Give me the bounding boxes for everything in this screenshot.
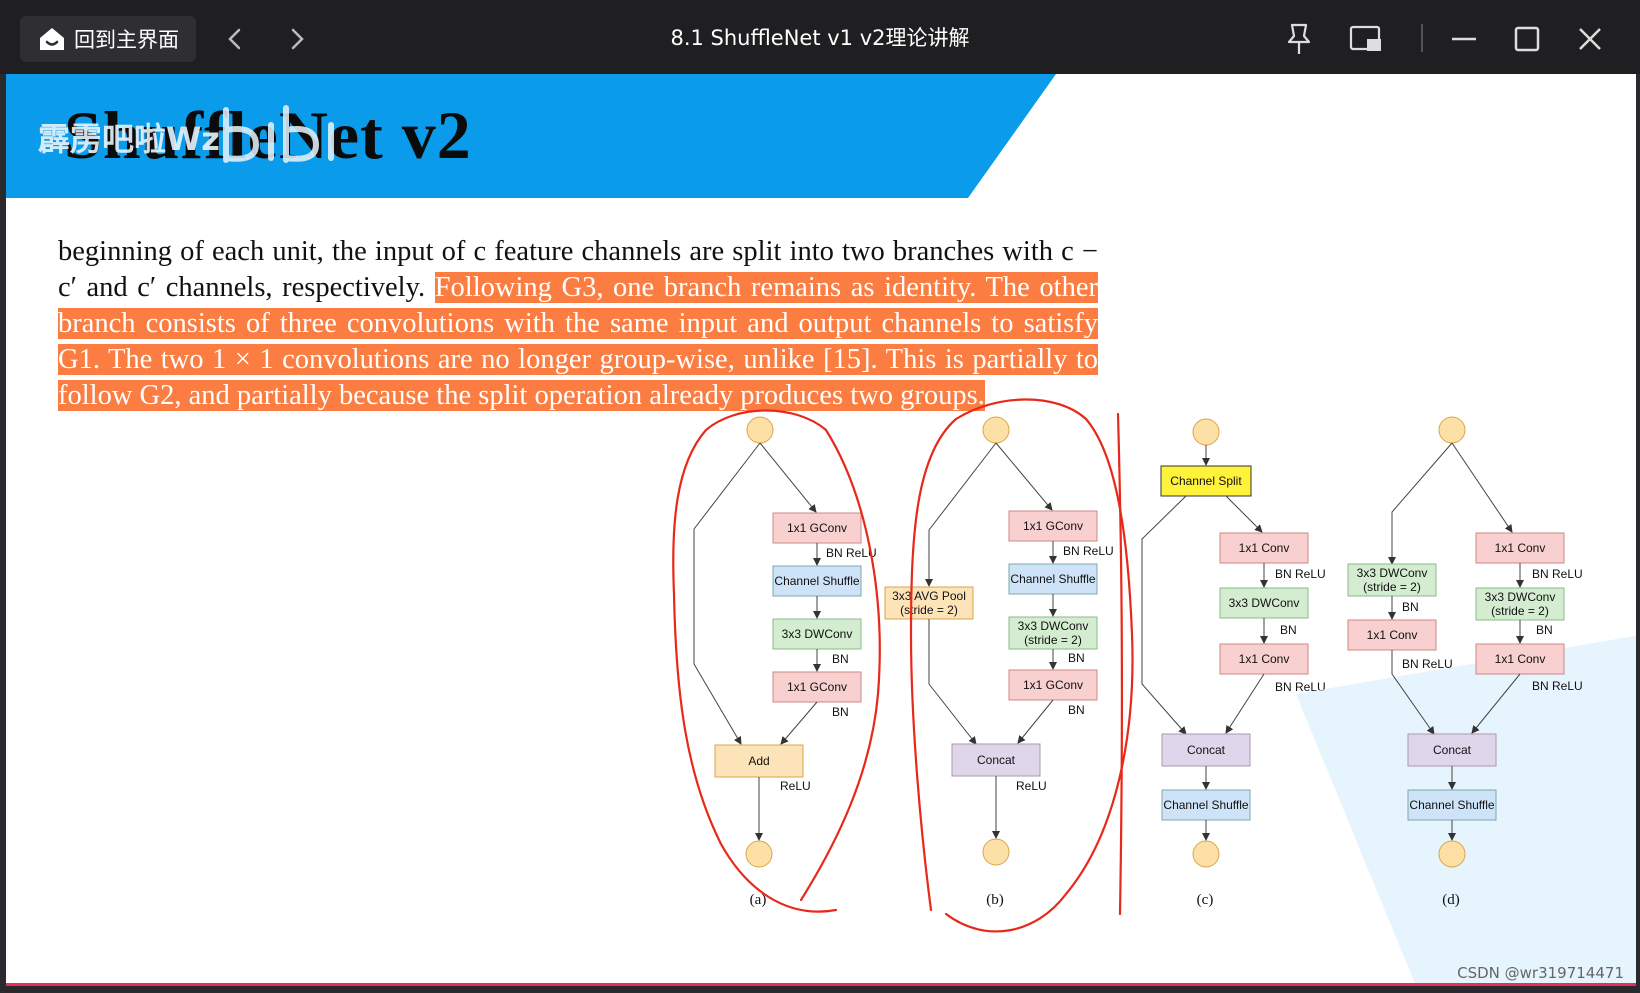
svg-text:1x1 GConv: 1x1 GConv [1023, 519, 1083, 533]
svg-text:Concat: Concat [1187, 743, 1226, 757]
panel-a: 1x1 GConv BN ReLU Channel Shuffle 3x3 DW… [693, 416, 877, 908]
svg-text:1x1 Conv: 1x1 Conv [1495, 541, 1546, 555]
svg-text:1x1 Conv: 1x1 Conv [1239, 541, 1290, 555]
svg-text:(c): (c) [1197, 892, 1214, 908]
svg-text:Channel Shuffle: Channel Shuffle [1409, 798, 1495, 812]
svg-text:BN ReLU: BN ReLU [1275, 567, 1326, 581]
svg-text:BN: BN [1402, 600, 1419, 614]
svg-text:BN ReLU: BN ReLU [1275, 680, 1326, 694]
svg-text:BN: BN [832, 652, 849, 666]
title-banner [6, 74, 1056, 198]
progress-line [6, 983, 1636, 986]
titlebar-separator [1421, 24, 1423, 52]
svg-text:BN ReLU: BN ReLU [1402, 657, 1453, 671]
csdn-credit: CSDN @wr319714471 [1457, 964, 1624, 982]
svg-text:BN ReLU: BN ReLU [1532, 679, 1583, 693]
back-button[interactable] [216, 20, 254, 58]
chevron-left-icon [228, 28, 241, 50]
svg-text:Concat: Concat [977, 753, 1016, 767]
slide-viewer: ShuffleNet v2 霹雳吧啦Wz beginning of each u… [6, 74, 1636, 986]
svg-text:1x1 GConv: 1x1 GConv [1023, 678, 1083, 692]
home-button-label: 回到主界面 [74, 28, 179, 52]
forward-button[interactable] [278, 20, 316, 58]
svg-text:BN: BN [1068, 703, 1085, 717]
shufflenet-units-figure: 1x1 GConv BN ReLU Channel Shuffle 3x3 DW… [672, 398, 1636, 986]
pip-button[interactable] [1345, 18, 1387, 60]
svg-text:(stride = 2): (stride = 2) [1491, 604, 1549, 618]
bilibili-logo-icon [223, 105, 334, 163]
svg-text:(stride = 2): (stride = 2) [900, 603, 958, 617]
svg-text:BN ReLU: BN ReLU [1063, 544, 1114, 558]
close-icon [1579, 28, 1601, 50]
svg-text:ReLU: ReLU [780, 779, 811, 793]
panel-c: Channel Split 1x1 Conv BN ReLU 3x3 DWCon… [1141, 418, 1326, 908]
window-titlebar: 回到主界面 8.1 ShuffleNet v1 v2理论讲解 [0, 0, 1640, 74]
svg-text:BN ReLU: BN ReLU [1532, 567, 1583, 581]
box-a-gconv1: 1x1 GConv [787, 521, 847, 535]
chevron-right-icon [291, 28, 304, 50]
paper-paragraph: beginning of each unit, the input of c f… [58, 234, 1098, 414]
svg-text:3x3 DWConv: 3x3 DWConv [782, 627, 853, 641]
svg-text:3x3 DWConv: 3x3 DWConv [1485, 590, 1556, 604]
minimize-icon [1452, 37, 1476, 41]
svg-text:Channel Split: Channel Split [1170, 474, 1242, 488]
close-button[interactable] [1569, 18, 1611, 60]
svg-text:Channel Shuffle: Channel Shuffle [774, 574, 860, 588]
svg-text:3x3 DWConv: 3x3 DWConv [1357, 566, 1428, 580]
svg-text:(stride = 2): (stride = 2) [1363, 580, 1421, 594]
svg-text:(d): (d) [1442, 892, 1460, 908]
svg-text:3x3 AVG Pool: 3x3 AVG Pool [892, 589, 966, 603]
slide-title: ShuffleNet v2 [64, 97, 472, 173]
home-icon [38, 25, 66, 53]
svg-text:3x3 DWConv: 3x3 DWConv [1018, 619, 1089, 633]
svg-text:BN: BN [1536, 623, 1553, 637]
picture-in-picture-icon [1349, 25, 1381, 51]
maximize-button[interactable] [1506, 18, 1548, 60]
svg-text:(a): (a) [750, 892, 767, 908]
svg-text:Channel Shuffle: Channel Shuffle [1163, 798, 1249, 812]
svg-text:Channel Shuffle: Channel Shuffle [1010, 572, 1096, 586]
window-title: 8.1 ShuffleNet v1 v2理论讲解 [670, 26, 970, 50]
pin-icon [1287, 23, 1311, 54]
svg-text:1x1 Conv: 1x1 Conv [1495, 652, 1546, 666]
svg-text:ReLU: ReLU [1016, 779, 1047, 793]
paragraph-plain-text: beginning of each unit, the input of c f… [58, 236, 1098, 303]
red-annotations [672, 398, 1134, 933]
svg-text:BN: BN [1068, 651, 1085, 665]
svg-text:3x3 DWConv: 3x3 DWConv [1229, 596, 1300, 610]
panel-d: 3x3 DWConv (stride = 2) BN 1x1 Conv BN R… [1347, 416, 1583, 908]
home-button[interactable]: 回到主界面 [20, 16, 196, 62]
svg-text:1x1 Conv: 1x1 Conv [1239, 652, 1290, 666]
panel-b: 3x3 AVG Pool (stride = 2) 1x1 GConv BN R… [884, 416, 1114, 908]
minimize-button[interactable] [1443, 18, 1485, 60]
maximize-icon [1514, 26, 1540, 52]
svg-text:BN: BN [832, 705, 849, 719]
pin-button[interactable] [1278, 18, 1320, 60]
svg-text:1x1 Conv: 1x1 Conv [1367, 628, 1418, 642]
svg-text:Concat: Concat [1433, 743, 1472, 757]
svg-text:(b): (b) [986, 892, 1004, 908]
svg-text:Add: Add [748, 754, 769, 768]
svg-text:1x1 GConv: 1x1 GConv [787, 680, 847, 694]
svg-text:BN ReLU: BN ReLU [826, 546, 877, 560]
watermark: 霹雳吧啦Wz [38, 120, 220, 158]
svg-text:(stride = 2): (stride = 2) [1024, 633, 1082, 647]
svg-text:BN: BN [1280, 623, 1297, 637]
